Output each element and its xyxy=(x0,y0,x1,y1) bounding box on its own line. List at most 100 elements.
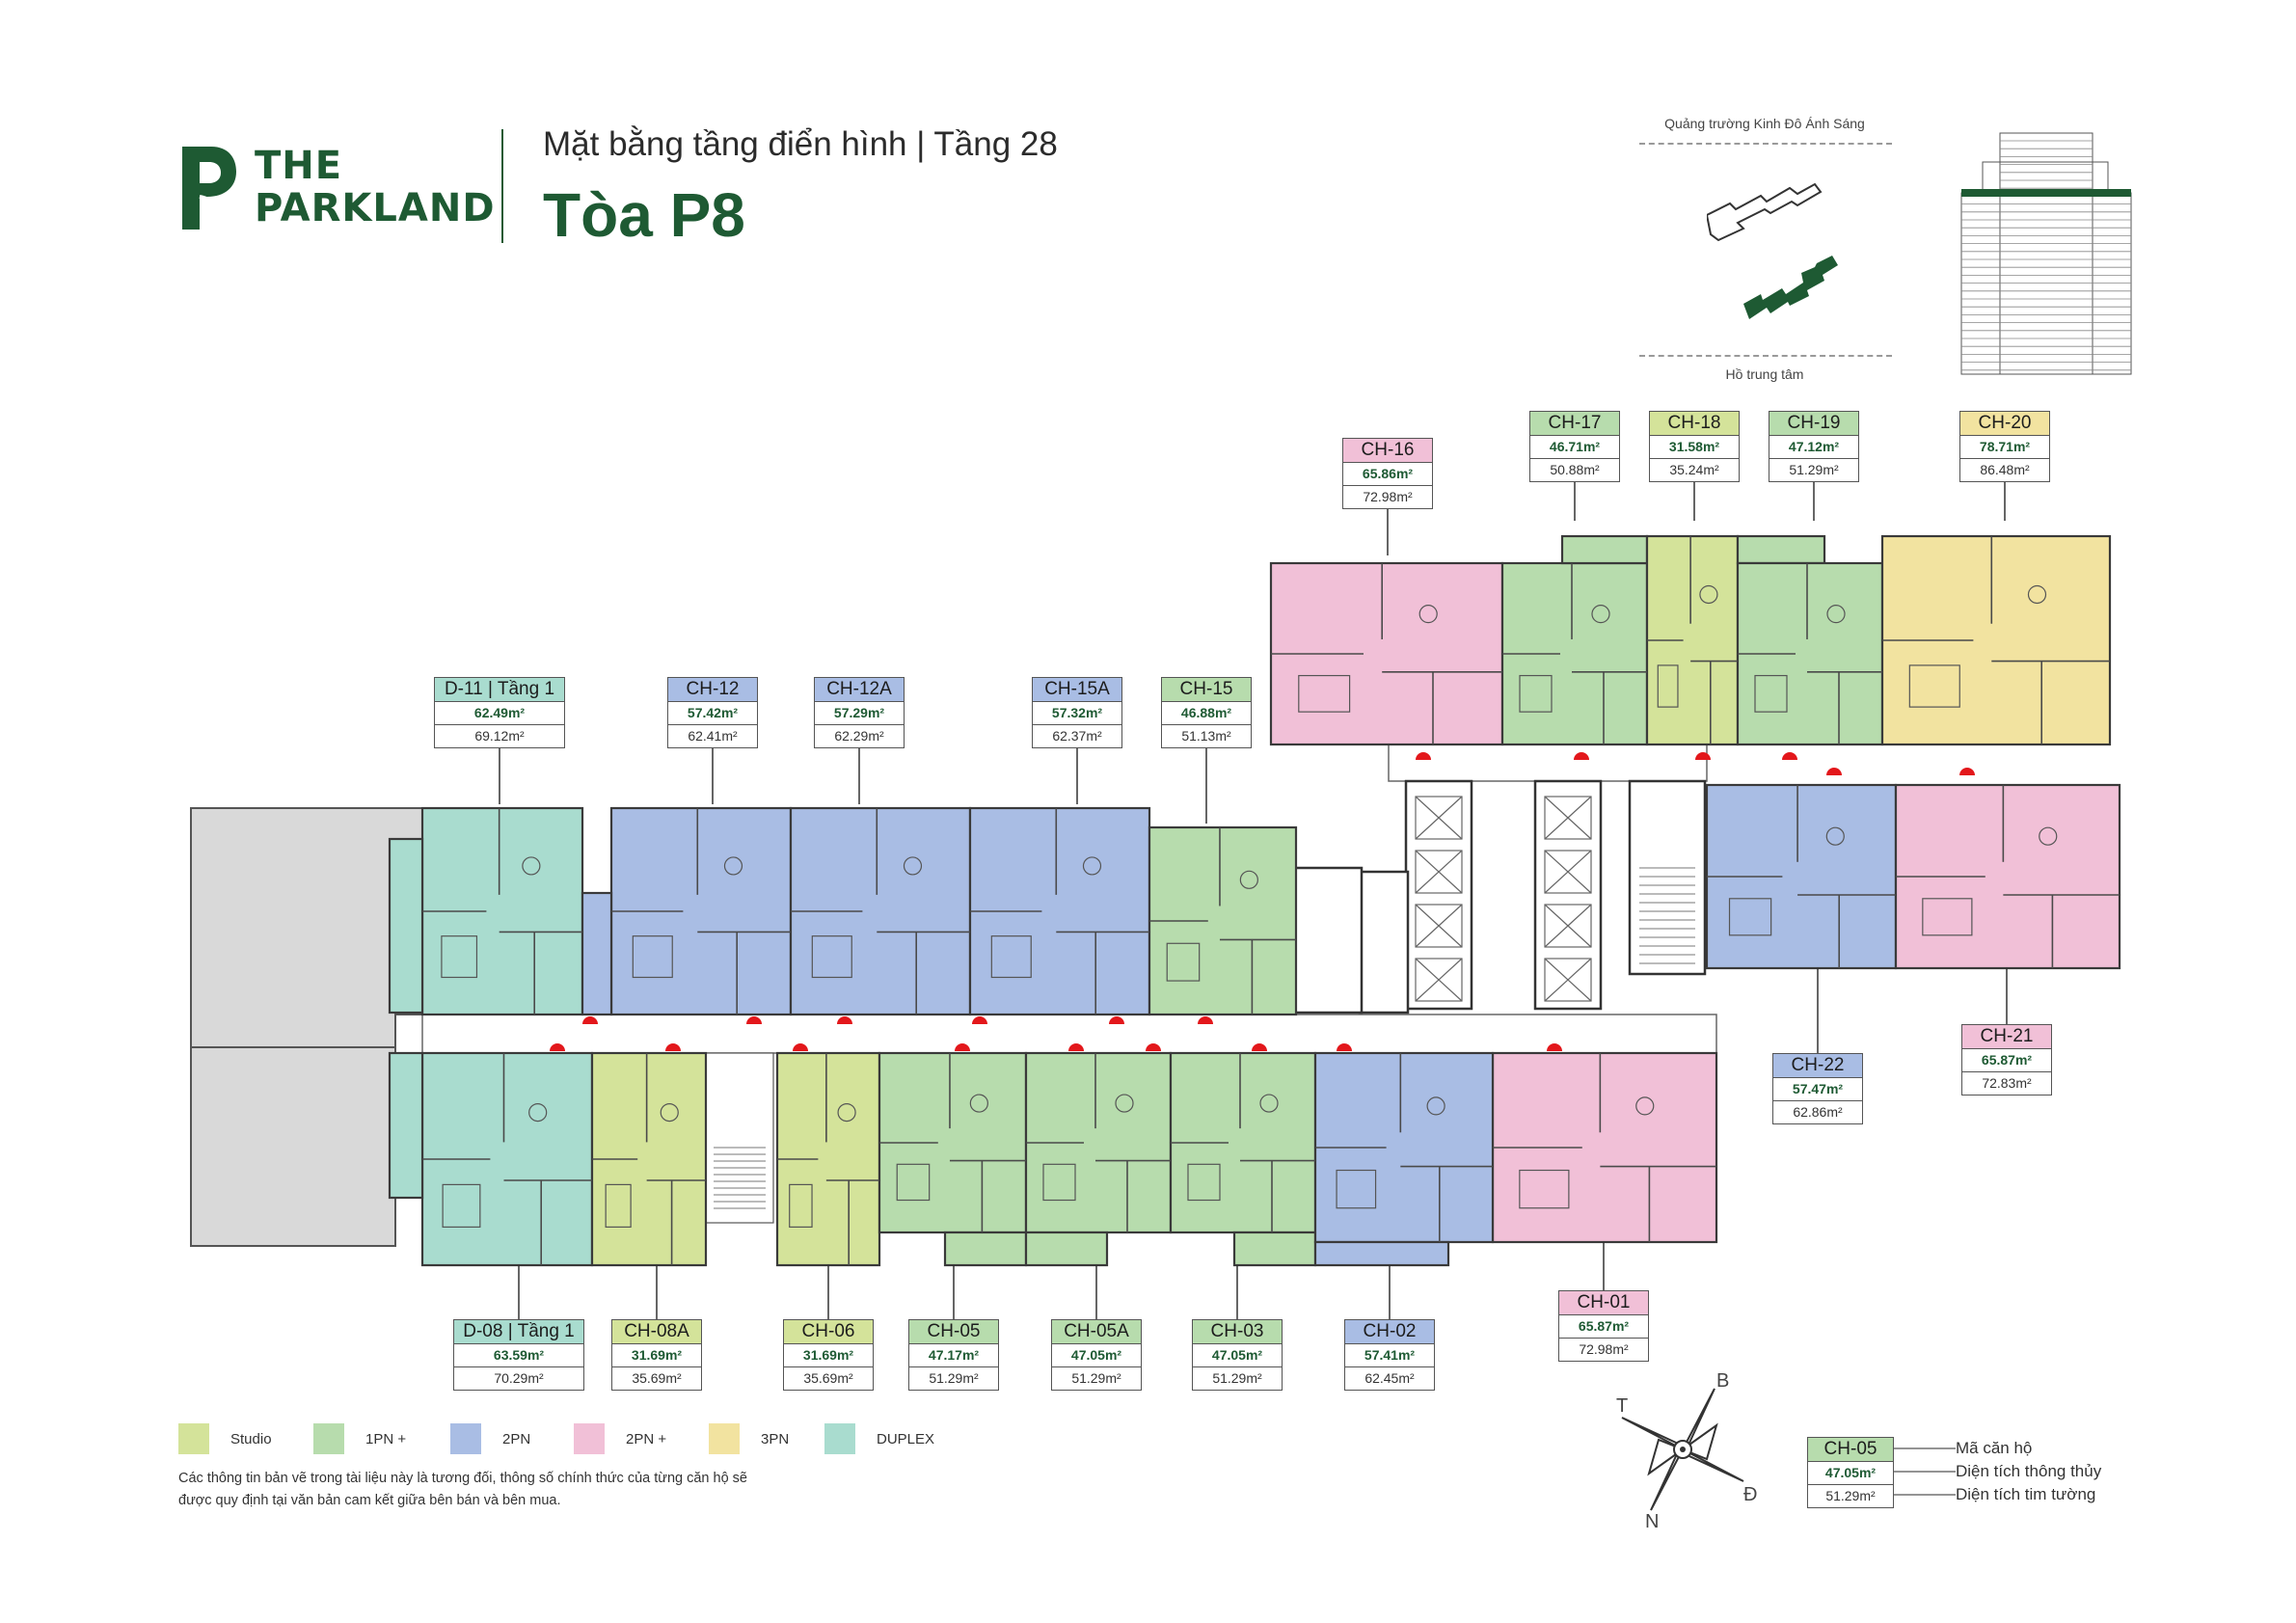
key-sample-code: CH-05 xyxy=(1808,1438,1893,1462)
bed-symbol xyxy=(789,1183,813,1229)
entrance-door-marker xyxy=(837,1016,852,1024)
upper-corridor xyxy=(1388,742,1708,782)
key-sample-label: CH-05 47.05m² 51.29m² xyxy=(1807,1437,1894,1508)
unit-net-area: 31.69m² xyxy=(612,1344,701,1367)
stair-lower xyxy=(705,1052,774,1224)
entrance-door-marker xyxy=(1068,1043,1084,1051)
unit-gross-area: 62.45m² xyxy=(1364,1370,1415,1386)
keymap-bottom-label: Hồ trung tâm xyxy=(1725,366,1804,382)
unit-gross-area: 72.98m² xyxy=(1579,1341,1629,1357)
unit-ch-05a-part xyxy=(1024,1231,1109,1267)
compass-label-north: B xyxy=(1716,1370,1729,1392)
entrance-door-marker xyxy=(550,1043,565,1051)
unit-net-area: 47.05m² xyxy=(1052,1344,1141,1367)
unit-net-area: 47.05m² xyxy=(1193,1344,1282,1367)
elevator-cross xyxy=(1544,796,1592,840)
unit-code: CH-12A xyxy=(815,678,904,702)
unit-net-area: 65.86m² xyxy=(1343,463,1432,486)
entrance-door-marker xyxy=(1146,1043,1161,1051)
dining-table-symbol xyxy=(1418,605,1438,624)
legend-label: 2PN + xyxy=(626,1430,667,1447)
unit-ch-03-part xyxy=(1232,1231,1317,1267)
legend-label: 2PN xyxy=(502,1430,531,1447)
floor-28-highlight xyxy=(1961,189,2131,197)
dining-table-symbol xyxy=(1115,1094,1134,1113)
elevator-cab xyxy=(1415,796,1463,840)
unit-gross-area: 62.37m² xyxy=(1052,728,1102,744)
neighbor-building-outline xyxy=(1707,182,1823,242)
dining-table-symbol xyxy=(2027,584,2047,605)
entrance-door-marker xyxy=(1782,752,1797,760)
roof-terrace-lower xyxy=(190,1046,396,1247)
dining-table-symbol xyxy=(1591,605,1610,624)
entrance-door-marker xyxy=(1547,1043,1562,1051)
legend-3pn: 3PN xyxy=(709,1423,789,1456)
unit-gross-area: 51.13m² xyxy=(1181,728,1231,744)
entrance-door-marker xyxy=(746,1016,762,1024)
site-keymap xyxy=(1707,182,1838,319)
legend-label: DUPLEX xyxy=(877,1430,935,1447)
dining-table-symbol xyxy=(1239,870,1258,889)
bed-symbol xyxy=(1187,1163,1221,1202)
unit-gross-area: 72.98m² xyxy=(1363,489,1413,504)
unit-code: CH-06 xyxy=(784,1320,873,1344)
dining-table-symbol xyxy=(1082,856,1102,876)
entrance-door-marker xyxy=(1959,768,1975,775)
dining-table-symbol xyxy=(969,1094,988,1113)
unit-gross-area: 51.29m² xyxy=(1789,462,1839,477)
elevator-cross xyxy=(1544,904,1592,948)
unit-gross-area: 50.88m² xyxy=(1550,462,1600,477)
legend-2pnplus: 2PN + xyxy=(574,1423,666,1456)
dining-table-symbol xyxy=(1825,826,1845,846)
legend-studio: Studio xyxy=(178,1423,272,1456)
dining-table-symbol xyxy=(2039,826,2058,846)
entrance-door-marker xyxy=(1574,752,1589,760)
unit-gross-area: 35.24m² xyxy=(1669,462,1719,477)
dining-table-symbol xyxy=(1259,1094,1279,1113)
unit-net-area: 57.47m² xyxy=(1773,1078,1862,1101)
unit-ch-01 xyxy=(1491,1051,1718,1244)
unit-code: CH-01 xyxy=(1559,1291,1648,1315)
key-desc-gross: Diện tích tim tường xyxy=(1956,1485,2096,1503)
elevator-cross xyxy=(1415,904,1463,948)
bed-symbol xyxy=(605,1183,632,1229)
entrance-door-marker xyxy=(582,1016,598,1024)
entrance-door-marker xyxy=(1826,768,1842,775)
bed-symbol xyxy=(1519,1169,1570,1209)
bed-symbol xyxy=(990,935,1032,979)
legend-label: 1PN + xyxy=(365,1430,407,1447)
page-title: Tòa P8 xyxy=(543,180,745,250)
unit-code: CH-03 xyxy=(1193,1320,1282,1344)
key-desc-code: Mã căn hộ xyxy=(1956,1439,2033,1457)
unit-code: CH-16 xyxy=(1343,439,1432,463)
unit-net-area: 47.12m² xyxy=(1769,436,1858,459)
unit-ch-19 xyxy=(1736,534,1826,565)
roof-terrace xyxy=(190,807,423,1048)
unit-gross-area: 70.29m² xyxy=(494,1370,544,1386)
page-subtitle: Mặt bằng tầng điển hình | Tầng 28 xyxy=(543,125,1058,163)
unit-net-area: 47.17m² xyxy=(909,1344,998,1367)
bed-symbol xyxy=(1042,1163,1076,1202)
unit-gross-area: 51.29m² xyxy=(929,1370,979,1386)
unit-net-area: 65.87m² xyxy=(1559,1315,1648,1339)
bed-symbol xyxy=(1754,674,1788,713)
elevator-cross xyxy=(1415,850,1463,894)
elevator-cab xyxy=(1415,850,1463,894)
bed-symbol xyxy=(896,1163,931,1202)
elevator-core xyxy=(1290,779,1707,1014)
compass-label-south: N xyxy=(1645,1511,1659,1531)
legend-2pn: 2PN xyxy=(450,1423,530,1456)
unit-net-area: 31.69m² xyxy=(784,1344,873,1367)
elevator-cross xyxy=(1415,796,1463,840)
unit-net-area: 57.42m² xyxy=(668,702,757,725)
bed-symbol xyxy=(1657,664,1679,708)
unit-gross-area: 86.48m² xyxy=(1980,462,2030,477)
unit-net-area: 65.87m² xyxy=(1962,1049,2051,1072)
